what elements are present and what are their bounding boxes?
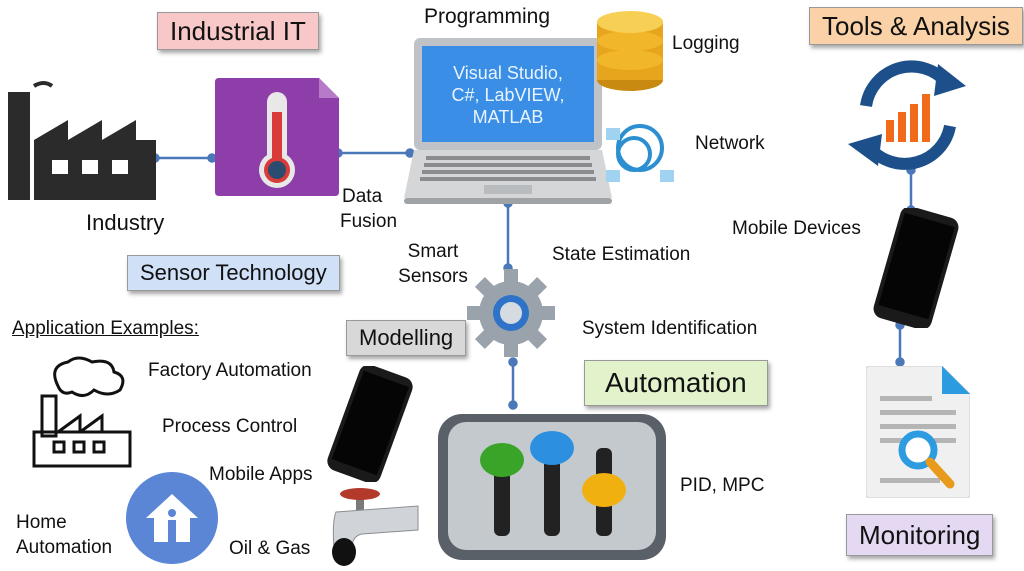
factory-automation-label: Factory Automation bbox=[148, 360, 312, 381]
database-icon bbox=[597, 11, 663, 91]
mobile-phone-icon bbox=[327, 366, 413, 482]
oil-gas-label: Oil & Gas bbox=[229, 538, 311, 559]
sensor-technology-title: Sensor Technology bbox=[127, 255, 340, 291]
document-search-icon bbox=[866, 366, 970, 498]
smart-sensors-line-1: Smart bbox=[407, 241, 459, 262]
logging-label: Logging bbox=[672, 33, 740, 54]
home-automation-line-1: Home bbox=[16, 512, 67, 533]
data-fusion-line-1: Data bbox=[342, 186, 383, 207]
monitoring-title: Monitoring bbox=[846, 514, 994, 556]
factory-icon bbox=[8, 81, 156, 200]
process-control-label: Process Control bbox=[162, 416, 298, 437]
mobile-devices-label: Mobile Devices bbox=[732, 218, 861, 239]
network-label: Network bbox=[695, 133, 765, 154]
smart-sensors-line-2: Sensors bbox=[398, 266, 468, 287]
thermometer-icon bbox=[215, 78, 339, 196]
application-examples-heading: Application Examples: bbox=[12, 318, 199, 339]
oil-pipe-valve-icon bbox=[332, 488, 419, 566]
home-automation-label: Home Automation bbox=[16, 512, 112, 559]
system-identification-label: System Identification bbox=[582, 318, 758, 339]
screen-line-1: Visual Studio, bbox=[453, 63, 563, 83]
control-panel-icon bbox=[438, 414, 666, 560]
network-cable-icon bbox=[606, 124, 674, 182]
programming-label: Programming bbox=[424, 5, 551, 28]
home-automation-line-2: Automation bbox=[16, 537, 113, 558]
state-estimation-label: State Estimation bbox=[552, 244, 691, 265]
laptop-icon bbox=[404, 38, 612, 204]
automation-title: Automation bbox=[584, 360, 768, 406]
mobile-apps-label: Mobile Apps bbox=[209, 464, 313, 485]
laptop-screen-text: Visual Studio, C#, LabVIEW, MATLAB bbox=[422, 62, 594, 128]
screen-line-2: C#, LabVIEW, bbox=[451, 85, 565, 105]
factory-outline-icon bbox=[32, 356, 132, 468]
industry-label: Industry bbox=[86, 210, 165, 235]
analysis-cycle-icon bbox=[848, 60, 966, 170]
pid-mpc-label: PID, MPC bbox=[680, 475, 765, 496]
home-icon bbox=[126, 472, 218, 564]
mobile-device-icon bbox=[873, 208, 959, 328]
screen-line-3: MATLAB bbox=[472, 107, 544, 127]
tools-analysis-title: Tools & Analysis bbox=[809, 7, 1023, 45]
modelling-title: Modelling bbox=[346, 320, 467, 356]
smart-sensors-label: Smart Sensors bbox=[396, 241, 470, 288]
gear-icon bbox=[467, 269, 555, 357]
data-fusion-label: Data Fusion bbox=[340, 186, 398, 233]
industrial-it-title: Industrial IT bbox=[157, 12, 319, 50]
data-fusion-line-2: Fusion bbox=[340, 211, 398, 232]
